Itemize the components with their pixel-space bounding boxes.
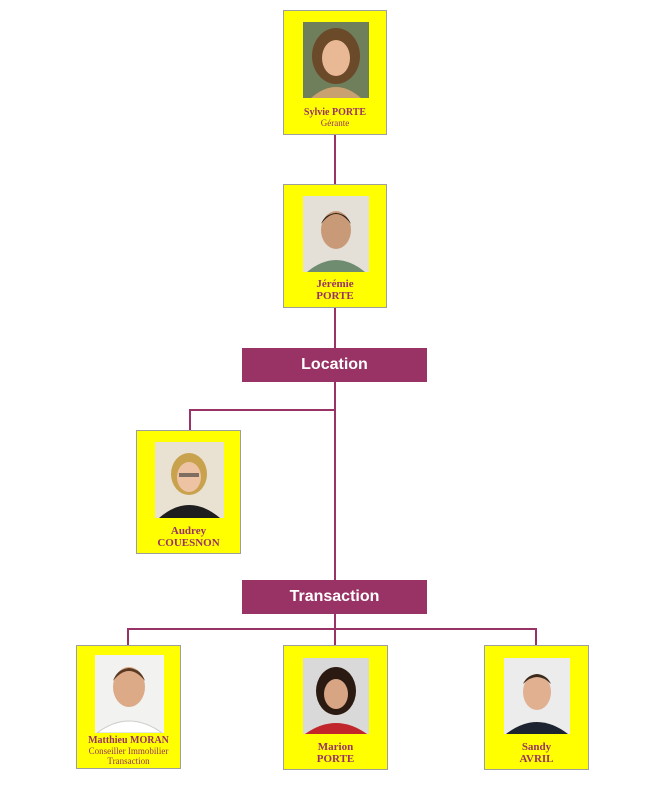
portrait-photo (155, 442, 224, 518)
portrait-photo (504, 658, 570, 734)
person-card-sandy-avril[interactable]: Sandy AVRIL (484, 645, 589, 770)
portrait-photo (303, 658, 369, 734)
department-location[interactable]: Location (242, 348, 427, 382)
person-last-name: AVRIL (519, 753, 554, 765)
portrait-photo (303, 196, 369, 272)
connector-location-branch (189, 409, 335, 411)
man-portrait-icon (303, 196, 369, 272)
man-portrait-icon (95, 655, 164, 733)
person-role: Gérante (320, 118, 350, 128)
person-role: Conseiller Immobilier (88, 746, 169, 756)
person-card-jeremie-porte[interactable]: Jérémie PORTE (283, 184, 387, 308)
man-portrait-icon (504, 658, 570, 734)
connector-sylvie-jeremie (334, 135, 336, 184)
person-name: Sylvie PORTE (303, 107, 367, 118)
person-card-matthieu-moran[interactable]: Matthieu MORAN Conseiller Immobilier Tra… (76, 645, 181, 769)
connector-jeremie-location (334, 308, 336, 348)
connector-matthieu (127, 628, 129, 645)
connector-sandy (535, 628, 537, 645)
person-name: Matthieu MORAN (88, 735, 169, 746)
portrait-photo (95, 655, 164, 733)
department-transaction[interactable]: Transaction (242, 580, 427, 614)
person-first-name: Marion (317, 741, 354, 753)
person-card-marion-porte[interactable]: Marion PORTE (283, 645, 388, 770)
person-first-name: Sandy (521, 741, 552, 753)
portrait-photo (303, 22, 369, 98)
person-role-department: Transaction (107, 756, 150, 766)
connector-transaction-branch (127, 628, 537, 630)
person-card-sylvie-porte[interactable]: Sylvie PORTE Gérante (283, 10, 387, 135)
person-last-name: PORTE (316, 753, 355, 765)
connector-location-transaction (334, 382, 336, 580)
person-last-name: PORTE (316, 290, 354, 302)
woman-portrait-icon (303, 658, 369, 734)
person-last-name: COUESNON (157, 537, 220, 549)
person-card-audrey-couesnon[interactable]: Audrey COUESNON (136, 430, 241, 554)
person-first-name: Jérémie (316, 278, 354, 290)
woman-portrait-icon (155, 442, 224, 518)
connector-audrey (189, 409, 191, 430)
connector-transaction-down (334, 614, 336, 645)
woman-portrait-icon (303, 22, 369, 98)
person-first-name: Audrey (170, 525, 207, 537)
